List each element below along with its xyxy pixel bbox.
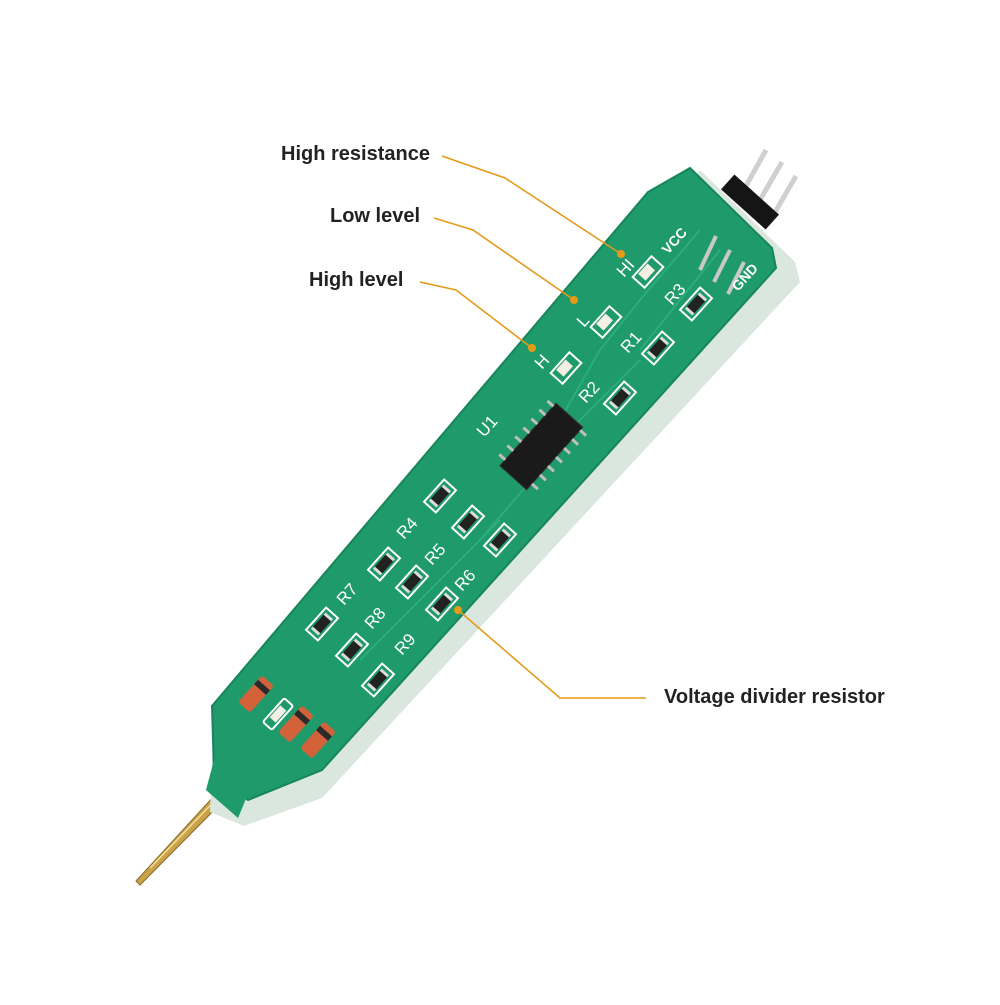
resistor-footprint — [450, 504, 486, 540]
callout-label-low-level: Low level — [330, 205, 421, 227]
led-icon — [549, 254, 665, 386]
resistor-footprint — [360, 662, 396, 698]
resistor-footprint — [424, 586, 460, 622]
resistor-footprint — [366, 546, 402, 582]
resistor-footprint — [678, 286, 714, 322]
callout-line-high-resistance — [441, 155, 622, 255]
callout-dot-high-resistance — [617, 250, 625, 258]
callout-line-high-level — [419, 281, 533, 349]
resistor-footprint — [602, 380, 638, 416]
resistor-footprint — [422, 478, 458, 514]
resistor-footprint — [334, 632, 370, 668]
callout-line-low-level — [433, 217, 575, 301]
callout-label-voltage-divider-resistor: Voltage divider resistor — [664, 686, 885, 708]
resistor-footprint — [304, 606, 340, 642]
callout-dot-low-level — [570, 296, 578, 304]
board-tab — [206, 760, 248, 818]
resistor-icon — [304, 286, 714, 698]
callout-label-high-resistance: High resistance — [281, 143, 430, 165]
callout-dot-voltage-divider-resistor — [454, 606, 462, 614]
ic-chip-icon — [498, 399, 588, 491]
callout-line-voltage-divider-resistor — [457, 609, 646, 699]
resistor-footprint — [482, 522, 518, 558]
resistor-footprint — [394, 564, 430, 600]
diode-icon — [239, 676, 335, 758]
resistor-footprint — [640, 330, 676, 366]
callout-lines — [419, 155, 646, 699]
callout-label-high-level: High level — [309, 269, 404, 291]
callout-dot-high-level — [528, 344, 536, 352]
pin-header-icon — [698, 148, 799, 295]
